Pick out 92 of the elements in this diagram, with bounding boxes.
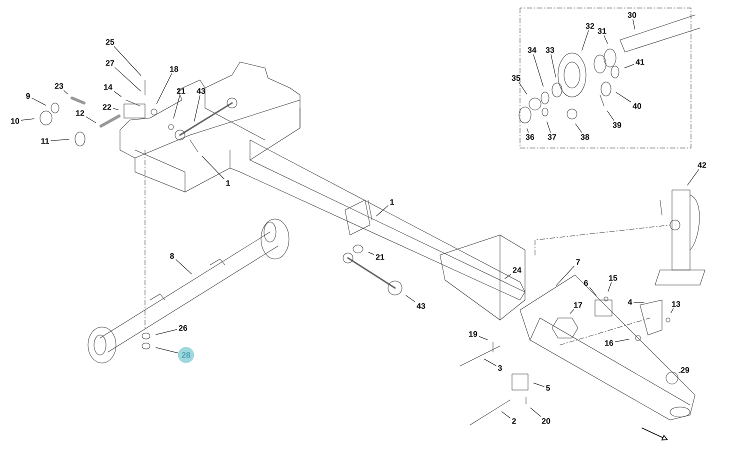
callout-number: 17: [574, 302, 582, 308]
callout-number: 19: [469, 331, 478, 337]
leader-line: [376, 205, 388, 216]
leader-line: [556, 266, 574, 286]
callout-number: 16: [605, 340, 614, 346]
leader-line: [570, 309, 574, 314]
leader-line: [202, 156, 224, 180]
leader-line: [156, 347, 178, 354]
callout-number: 21: [176, 88, 186, 94]
callout-number: 12: [76, 110, 84, 116]
leader-line: [550, 54, 556, 78]
callout-number: 13: [672, 301, 680, 307]
callout-number: 38: [580, 134, 590, 140]
leader-line: [32, 98, 46, 106]
callout-number: 39: [612, 122, 622, 128]
callout-number: 11: [41, 138, 49, 144]
callout-number: 2: [512, 418, 516, 424]
callout-number: 24: [512, 267, 522, 273]
callout-number: 6: [584, 280, 588, 286]
leader-line: [533, 382, 544, 387]
leader-line: [575, 124, 582, 133]
leader-line: [368, 252, 374, 255]
leader-line: [614, 338, 630, 342]
leader-line: [604, 35, 608, 44]
callout-number: 35: [512, 75, 520, 81]
leader-line: [114, 67, 141, 92]
leader-line: [173, 95, 180, 118]
callout-number: 30: [628, 12, 636, 18]
callout-number: 43: [416, 303, 426, 309]
callout-number: 37: [548, 134, 556, 140]
callout-number: 27: [106, 60, 114, 66]
leader-line: [687, 169, 700, 186]
callout-number: 21: [376, 254, 384, 260]
callout-number: 32: [586, 23, 594, 29]
leader-line: [478, 336, 488, 340]
leader-line: [607, 110, 614, 121]
leader-line: [530, 408, 541, 417]
callout-number: 33: [546, 47, 554, 53]
leader-line: [86, 116, 96, 124]
leader-line: [504, 274, 512, 279]
leader-line: [64, 90, 68, 94]
callout-number: 25: [106, 39, 114, 45]
callout-number: 9: [26, 93, 30, 99]
leader-line: [20, 118, 34, 121]
callout-number: 23: [54, 83, 64, 89]
leader-line: [406, 295, 416, 302]
leader-line: [678, 371, 682, 373]
callout-number: 7: [576, 259, 580, 265]
leader-line: [589, 287, 596, 296]
leader-line: [526, 128, 529, 133]
leader-line: [518, 82, 527, 94]
leader-line: [670, 308, 674, 314]
leader-line: [632, 19, 636, 30]
leader-line: [608, 282, 612, 292]
callout-number: 15: [609, 275, 618, 281]
callout-number: 34: [528, 47, 536, 53]
callout-number: 22: [102, 104, 112, 110]
callout-number: 1: [226, 180, 230, 186]
callout-number: 20: [542, 418, 550, 424]
callout-number: 43: [196, 88, 206, 94]
callout-number: 36: [526, 134, 534, 140]
callout-number: 40: [632, 103, 642, 109]
callout-number: 4: [628, 299, 632, 305]
leader-line: [484, 358, 496, 366]
leader-line: [533, 54, 544, 87]
leader-line: [502, 411, 510, 418]
callout-number: 5: [546, 385, 550, 391]
callout-number: 1: [390, 199, 394, 205]
leader-line: [194, 95, 200, 122]
callout-number: 41: [636, 59, 644, 65]
callout-number: 10: [11, 118, 20, 124]
callout-number: 42: [698, 162, 706, 168]
callout-number: 29: [680, 367, 690, 373]
callout-number: 3: [498, 365, 502, 371]
leader-line: [176, 259, 192, 274]
leader-line: [114, 91, 122, 97]
callout-number: 18: [170, 66, 178, 72]
leader-line: [112, 108, 118, 110]
leader-line: [114, 46, 142, 76]
callout-number: 14: [104, 84, 112, 90]
leader-line: [624, 64, 634, 68]
callout-number: 31: [598, 28, 606, 34]
leader-line: [156, 329, 178, 335]
leader-line: [634, 302, 644, 303]
leader-line: [582, 30, 589, 51]
leader-line: [546, 121, 551, 133]
leader-line: [616, 92, 632, 102]
callout-number: 8: [170, 253, 174, 259]
callout-number: 28: [178, 346, 194, 364]
leader-line: [50, 139, 70, 141]
leader-line: [156, 73, 172, 104]
callout-number: 26: [178, 325, 188, 331]
